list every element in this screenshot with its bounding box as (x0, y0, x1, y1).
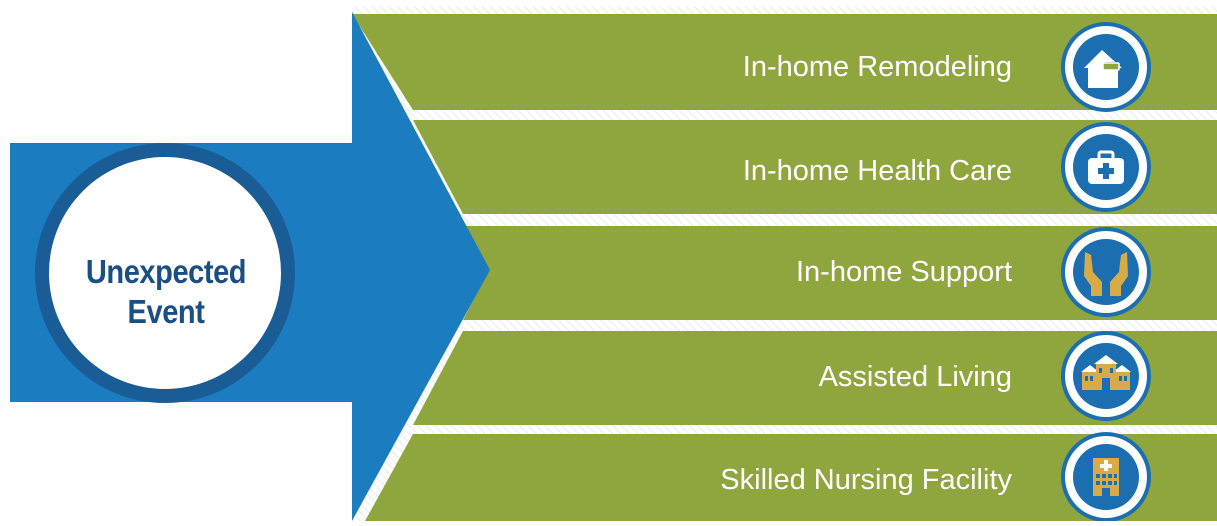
supporting-hands-icon (1061, 227, 1151, 317)
center-label-line-1: Unexpected (85, 253, 247, 290)
center-event-label: Unexpected Event (61, 252, 270, 332)
assisted-living-building-icon (1061, 331, 1151, 421)
option-label-in-home-support: In-home Support (795, 256, 1012, 288)
option-label-in-home-remodeling: In-home Remodeling (742, 51, 1012, 83)
option-label-skilled-nursing-facility: Skilled Nursing Facility (720, 464, 1012, 496)
medical-kit-icon (1061, 122, 1151, 212)
option-band-2 (413, 120, 1217, 214)
hospital-building-icon (1061, 432, 1151, 522)
option-band-3 (463, 226, 1217, 320)
option-label-assisted-living: Assisted Living (818, 361, 1012, 393)
option-band-5 (365, 434, 1217, 521)
option-band-1 (352, 14, 1217, 110)
unexpected-event-circle (35, 143, 295, 403)
house-paint-roller-icon (1061, 22, 1151, 112)
option-label-in-home-health-care: In-home Health Care (742, 155, 1012, 187)
center-label-line-2: Event (127, 293, 205, 330)
option-band-4 (413, 331, 1217, 425)
